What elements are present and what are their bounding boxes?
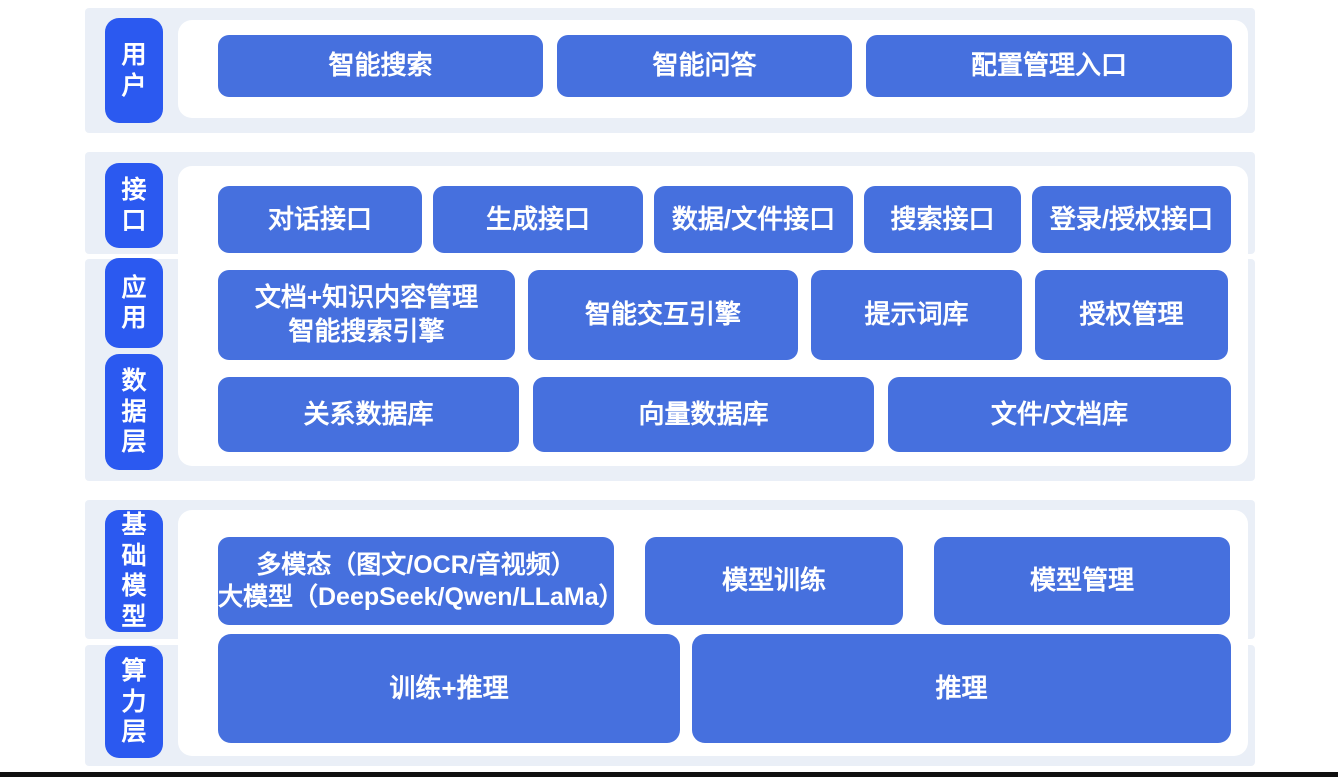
- node-login-auth-api: 登录/授权接口: [1032, 186, 1231, 253]
- node-dialog-api: 对话接口: [218, 186, 422, 253]
- bottom-divider-line: [0, 772, 1338, 777]
- node-file-doc-store: 文件/文档库: [888, 377, 1231, 452]
- node-config-entry: 配置管理入口: [866, 35, 1232, 97]
- application-row: 文档+知识内容管理 智能搜索引擎 智能交互引擎 提示词库 授权管理: [218, 270, 1231, 360]
- node-generation-api: 生成接口: [433, 186, 643, 253]
- node-multimodal-llm: 多模态（图文/OCR/音视频） 大模型（DeepSeek/Qwen/LLaMa）: [218, 537, 624, 625]
- data-row: 关系数据库 向量数据库 文件/文档库: [218, 377, 1231, 452]
- compute-row: 训练+推理 推理: [218, 634, 1231, 743]
- node-prompt-library: 提示词库: [811, 270, 1022, 360]
- node-interaction-engine: 智能交互引擎: [528, 270, 798, 360]
- node-smart-qa: 智能问答: [557, 35, 852, 97]
- application-layer-tab: 应用: [105, 258, 163, 348]
- user-layer-tab: 用户: [105, 18, 163, 123]
- node-doc-knowledge-line1: 文档+知识内容管理: [254, 282, 479, 313]
- node-multimodal-line1: 多模态（图文/OCR/音视频）: [256, 550, 576, 579]
- compute-layer-tab: 算力层: [105, 646, 163, 758]
- data-layer-label: 数据层: [121, 367, 147, 457]
- data-layer-tab: 数据层: [105, 354, 163, 470]
- node-train-inference: 训练+推理: [218, 634, 680, 743]
- user-layer-panel: 智能搜索 智能问答 配置管理入口: [178, 20, 1248, 118]
- node-inference: 推理: [692, 634, 1231, 743]
- interface-layer-tab: 接口: [105, 163, 163, 248]
- application-layer-label: 应用: [121, 273, 147, 333]
- node-smart-search: 智能搜索: [218, 35, 543, 97]
- compute-layer-label: 算力层: [121, 657, 147, 747]
- interface-layer-label: 接口: [121, 176, 147, 235]
- node-model-management: 模型管理: [934, 537, 1230, 625]
- user-layer-row: 智能搜索 智能问答 配置管理入口: [218, 35, 1232, 97]
- node-vector-db: 向量数据库: [533, 377, 874, 452]
- node-multimodal-line2: 大模型（DeepSeek/Qwen/LLaMa）: [218, 583, 624, 611]
- node-auth-management: 授权管理: [1035, 270, 1228, 360]
- node-doc-knowledge-search-engine: 文档+知识内容管理 智能搜索引擎: [218, 270, 515, 360]
- interface-row: 对话接口 生成接口 数据/文件接口 搜索接口 登录/授权接口: [218, 186, 1231, 253]
- user-layer-label: 用户: [121, 41, 147, 100]
- model-row: 多模态（图文/OCR/音视频） 大模型（DeepSeek/Qwen/LLaMa）…: [218, 537, 1231, 625]
- node-data-file-api: 数据/文件接口: [654, 186, 853, 253]
- node-relational-db: 关系数据库: [218, 377, 519, 452]
- node-search-api: 搜索接口: [864, 186, 1021, 253]
- middle-layers-panel: 对话接口 生成接口 数据/文件接口 搜索接口 登录/授权接口 文档+知识内容管理…: [178, 166, 1248, 466]
- node-doc-knowledge-line2: 智能搜索引擎: [288, 316, 445, 346]
- foundation-model-layer-tab: 基础模型: [105, 510, 163, 632]
- foundation-model-layer-label: 基础模型: [121, 511, 147, 631]
- bottom-layers-panel: 多模态（图文/OCR/音视频） 大模型（DeepSeek/Qwen/LLaMa）…: [178, 510, 1248, 756]
- node-model-training: 模型训练: [645, 537, 903, 625]
